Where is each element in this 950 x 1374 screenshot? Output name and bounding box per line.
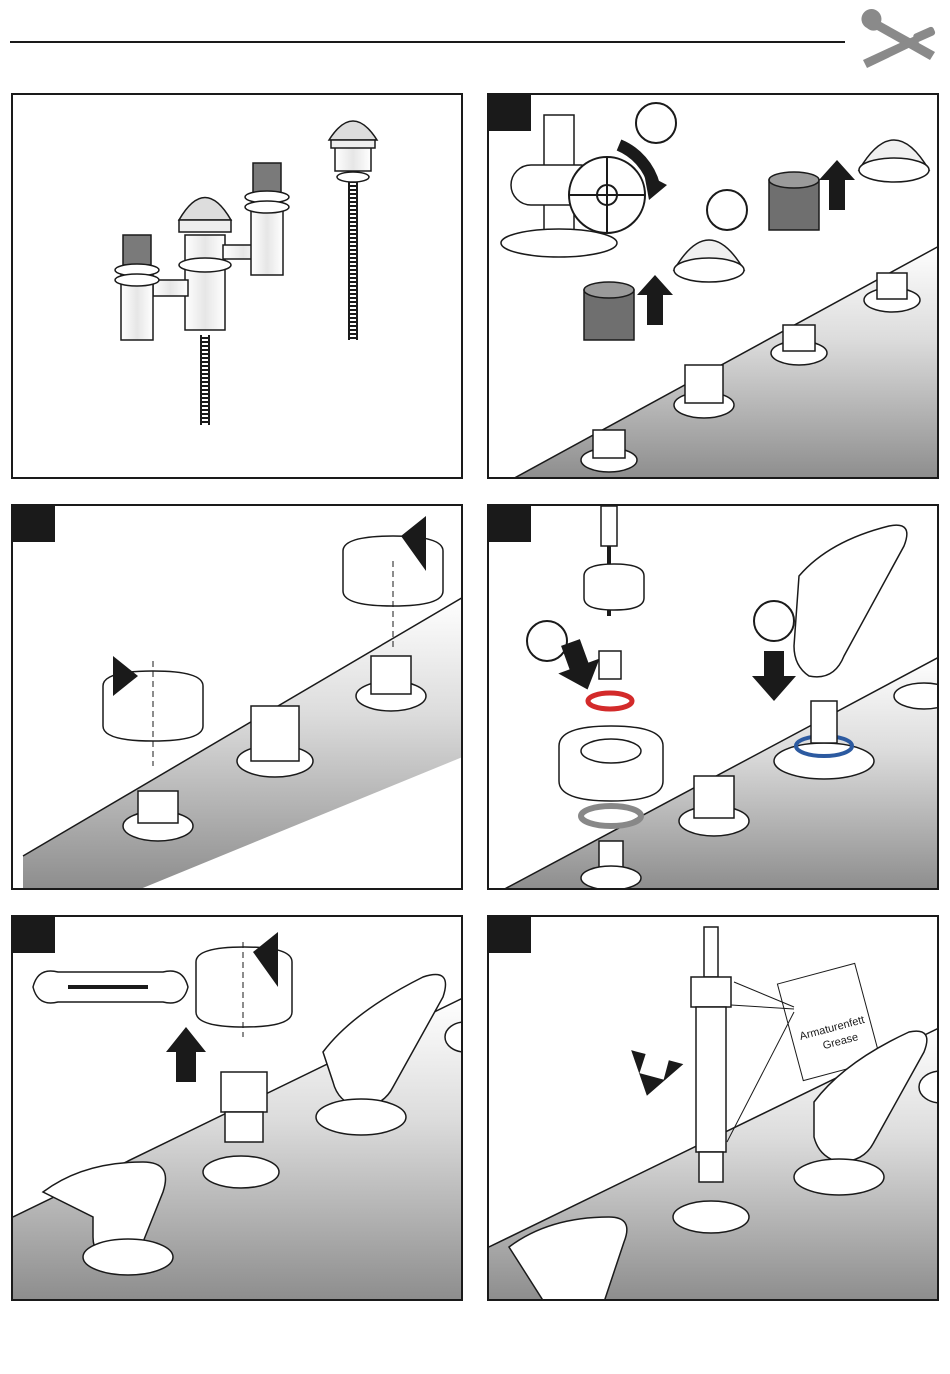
cartridge-icon: Armaturenfett Grease bbox=[489, 917, 939, 1301]
overview-panel bbox=[11, 93, 463, 479]
step-2-badge bbox=[13, 506, 55, 542]
step-4-panel bbox=[11, 915, 463, 1301]
valve-assembly-icon bbox=[13, 95, 463, 479]
wrench-icon bbox=[13, 917, 463, 1301]
step-3-panel bbox=[487, 504, 939, 890]
step-3-badge bbox=[489, 506, 531, 542]
step-1-badge bbox=[489, 95, 531, 131]
step-5-badge bbox=[489, 917, 531, 953]
step-2-panel bbox=[11, 504, 463, 890]
wrench-screwdriver-icon bbox=[855, 8, 940, 83]
step-1-panel bbox=[487, 93, 939, 479]
shut-off-valve-icon bbox=[489, 95, 939, 479]
step-5-panel: Armaturenfett Grease bbox=[487, 915, 939, 1301]
screwdriver-icon bbox=[489, 506, 939, 890]
step-4-badge bbox=[13, 917, 55, 953]
rotate-counterclockwise-icon bbox=[13, 506, 463, 890]
header-rule bbox=[10, 41, 845, 43]
